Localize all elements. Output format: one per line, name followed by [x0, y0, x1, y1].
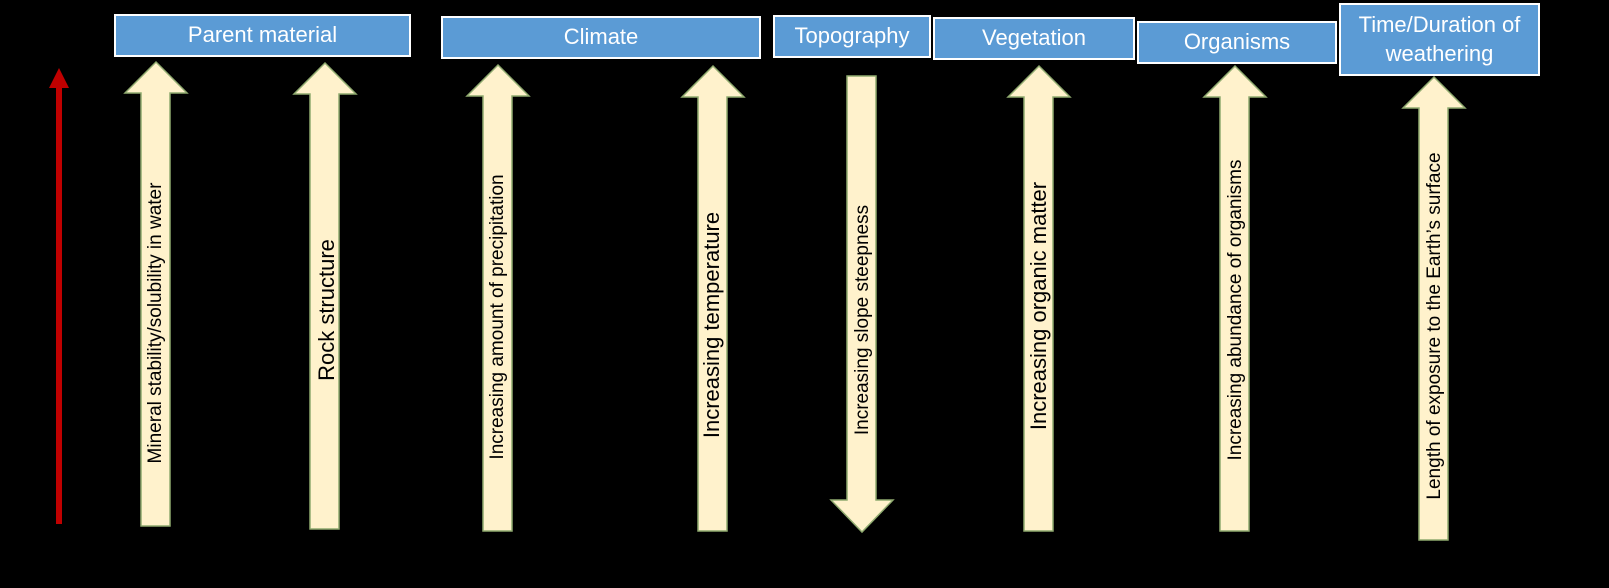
header-organisms: Organisms — [1137, 21, 1337, 64]
arrow-mineral-stability — [123, 60, 189, 527]
arrow-label-organic-matter: Increasing organic matter — [1026, 181, 1051, 431]
arrow-exposure-length — [1401, 75, 1467, 541]
header-topography-label: Topography — [794, 23, 910, 49]
arrow-organic-matter — [1006, 64, 1072, 532]
header-organisms-label: Organisms — [1183, 29, 1291, 55]
header-climate-label: Climate — [563, 24, 639, 50]
arrow-precipitation — [465, 63, 531, 532]
increase-indicator-arrow — [49, 68, 69, 524]
arrow-label-exposure-length: Length of exposure to the Earth’s surfac… — [1424, 152, 1445, 500]
header-time: Time/Duration of weathering — [1339, 3, 1540, 76]
arrow-label-organisms-abundance: Increasing abundance of organisms — [1225, 159, 1246, 461]
arrow-label-temperature: Increasing temperature — [699, 211, 724, 439]
header-vegetation: Vegetation — [933, 17, 1135, 60]
header-topography: Topography — [773, 15, 931, 58]
arrow-rock-structure — [292, 61, 358, 530]
arrow-label-slope-steepness: Increasing slope steepness — [852, 204, 873, 436]
arrow-label-precipitation: Increasing amount of precipitation — [487, 174, 508, 460]
header-climate: Climate — [441, 16, 761, 59]
arrow-organisms-abundance — [1202, 64, 1268, 532]
arrow-slope-steepness — [829, 75, 895, 534]
arrow-label-rock-structure: Rock structure — [314, 239, 339, 381]
header-time-label: Time/Duration of weathering — [1358, 11, 1521, 66]
header-vegetation-label: Vegetation — [982, 25, 1086, 51]
header-parent-material: Parent material — [114, 14, 411, 57]
arrow-temperature — [680, 64, 746, 532]
header-parent-material-label: Parent material — [187, 22, 338, 48]
arrow-label-mineral-stability: Mineral stability/solubility in water — [145, 182, 166, 464]
